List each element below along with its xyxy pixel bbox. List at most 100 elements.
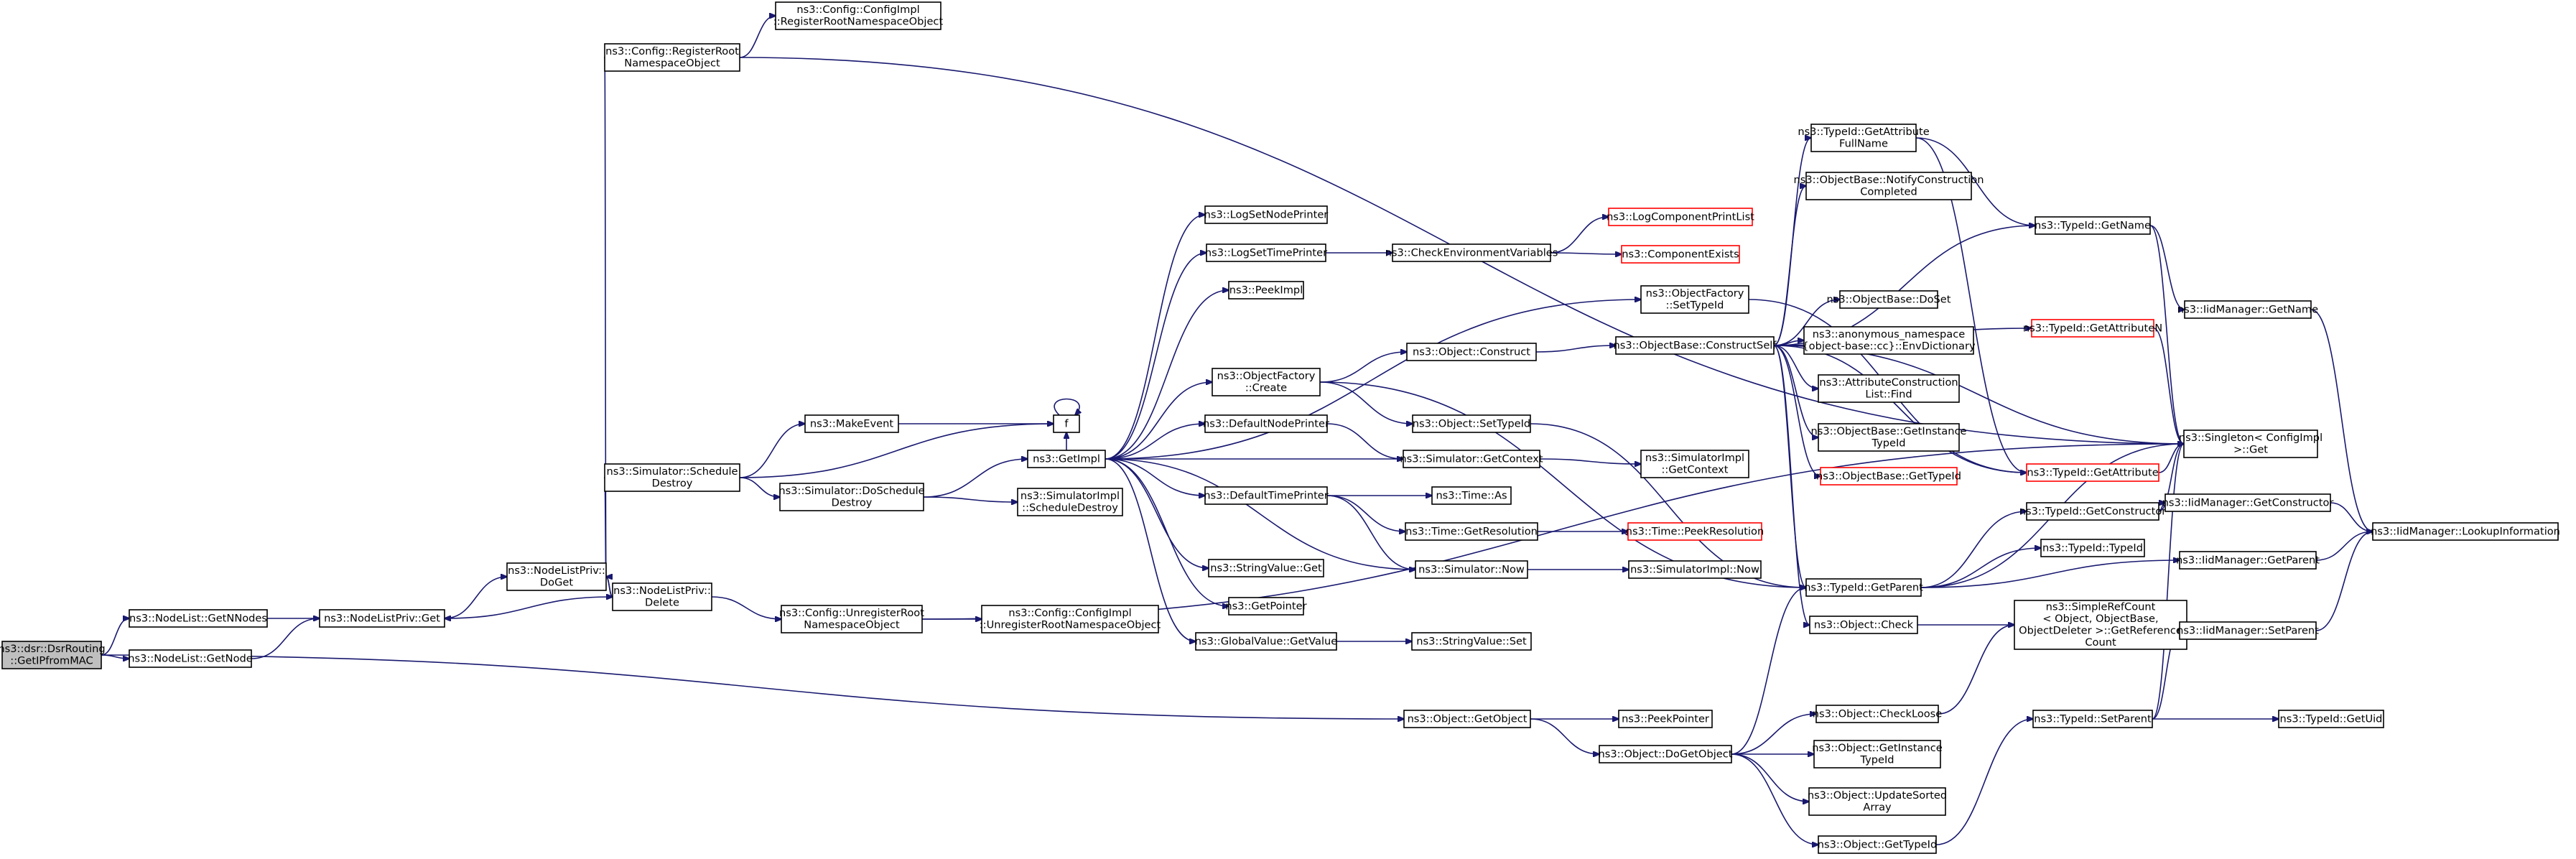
node-f[interactable]: f: [1053, 414, 1080, 433]
node-peekpointer[interactable]: ns3::PeekPointer: [1618, 710, 1713, 728]
node-simimpl-now[interactable]: ns3::SimulatorImpl::Now: [1628, 560, 1762, 579]
node-iid-lookup[interactable]: ns3::IidManager::LookupInformation: [2371, 522, 2560, 541]
node-obj-check[interactable]: ns3::Object::Check: [1809, 616, 1918, 634]
node-stringvalue-set[interactable]: ns3::StringValue::Set: [1411, 632, 1532, 651]
edge-getimpl-to-peekimpl: [1105, 290, 1229, 460]
node-time-as[interactable]: ns3::Time::As: [1431, 486, 1512, 505]
node-sim-getcontext[interactable]: ns3::Simulator::GetContext: [1400, 450, 1543, 468]
node-globalvalue-getvalue[interactable]: ns3::GlobalValue::GetValue: [1195, 632, 1338, 651]
node-label: ns3::TypeId::GetConstructor: [2019, 505, 2167, 517]
node-log-comp-print-list[interactable]: ns3::LogComponentPrintList: [1606, 208, 1754, 226]
node-root[interactable]: ns3::dsr::DsrRouting::GetIPfromMAC: [0, 641, 106, 669]
node-tid-typeid[interactable]: ns3::TypeId::TypeId: [2040, 539, 2145, 557]
node-label: ns3::TypeId::GetAttributeN: [2023, 322, 2162, 334]
edge-do_sched_destroy-to-simimpl_sched_destroy: [923, 496, 1018, 502]
node-iid-getparent[interactable]: ns3::IidManager::GetParent: [2176, 551, 2320, 570]
node-obj-getobject[interactable]: ns3::Object::GetObject: [1403, 710, 1531, 728]
node-log-node-printer[interactable]: ns3::LogSetNodePrinter: [1204, 205, 1329, 224]
edge-root-to-getnnodes: [101, 618, 129, 656]
node-tid-getattrn[interactable]: ns3::TypeId::GetAttributeN: [2023, 319, 2162, 338]
node-nlp-doget[interactable]: ns3::NodeListPriv::DoGet: [506, 562, 607, 591]
node-tid-getname[interactable]: ns3::TypeId::GetName: [2035, 216, 2151, 235]
node-unreg-root[interactable]: ns3::Config::UnregisterRootNamespaceObje…: [779, 605, 924, 633]
node-box: [1406, 343, 1537, 361]
node-default-node-printer[interactable]: ns3::DefaultNodePrinter: [1203, 414, 1329, 433]
node-iid-getconstructor[interactable]: ns3::IidManager::GetConstructor: [2162, 493, 2334, 512]
node-getnode[interactable]: ns3::NodeList::GetNode: [128, 649, 253, 668]
node-label: ns3::Time::GetResolution: [1405, 525, 1538, 537]
node-box: [2035, 216, 2151, 235]
node-simplerefcount[interactable]: ns3::SimpleRefCount< Object, ObjectBase,…: [2014, 600, 2187, 650]
node-check-env[interactable]: ns3::CheckEnvironmentVariables: [1385, 243, 1558, 262]
edge-nlp_delete-to-nlp_get: [445, 596, 613, 618]
node-iid-getname[interactable]: ns3::IidManager::GetName: [2177, 300, 2318, 319]
node-nlp-get[interactable]: ns3::NodeListPriv::Get: [319, 609, 445, 628]
node-of-settypeid[interactable]: ns3::ObjectFactory::SetTypeId: [1640, 285, 1749, 314]
node-anon-envdict[interactable]: ns3::anonymous_namespace{object-base::cc…: [1802, 326, 1976, 355]
node-label: < Object, ObjectBase,: [2042, 613, 2158, 625]
node-label: ::GetContext: [1661, 464, 1728, 476]
node-getnnodes[interactable]: ns3::NodeList::GetNNodes: [129, 609, 268, 628]
node-label: ns3::SimpleRefCount: [2046, 601, 2156, 613]
node-tid-getparent[interactable]: ns3::TypeId::GetParent: [1804, 578, 1923, 597]
node-simimpl-sched-destroy[interactable]: ns3::SimulatorImpl::ScheduleDestroy: [1017, 488, 1123, 516]
node-tid-getconstructor[interactable]: ns3::TypeId::GetConstructor: [2019, 502, 2167, 521]
node-component-exists[interactable]: ns3::ComponentExists: [1621, 245, 1740, 264]
node-label: Array: [1863, 802, 1892, 814]
node-label: ns3::Object::UpdateSorted: [1808, 789, 1947, 802]
node-box: [612, 582, 712, 611]
node-tid-getuid[interactable]: ns3::TypeId::GetUid: [2278, 710, 2384, 728]
node-box: [1, 641, 102, 669]
node-nlp-delete[interactable]: ns3::NodeListPriv::Delete: [612, 582, 712, 611]
node-time-getres[interactable]: ns3::Time::GetResolution: [1405, 522, 1538, 541]
edge-sched_destroy-to-make_event: [739, 424, 805, 478]
node-ob-gettypeid[interactable]: ns3::ObjectBase::GetTypeId: [1816, 467, 1961, 486]
node-iid-setparent[interactable]: ns3::IidManager::SetParent: [2177, 621, 2319, 640]
node-obj-gettypeid[interactable]: ns3::Object::GetTypeId: [1818, 835, 1937, 854]
node-getpointer[interactable]: ns3::GetPointer: [1225, 597, 1307, 616]
edge-getimpl-to-log_time_printer: [1105, 253, 1206, 460]
node-cfg-reg-root[interactable]: ns3::Config::ConfigImpl::RegisterRootNam…: [773, 1, 944, 30]
node-box: [804, 414, 899, 433]
node-getimpl[interactable]: ns3::GetImpl: [1027, 450, 1106, 468]
node-tid-setparent[interactable]: ns3::TypeId::SetParent: [2032, 710, 2153, 728]
node-stringvalue-get[interactable]: ns3::StringValue::Get: [1208, 559, 1324, 577]
node-box: [1805, 578, 1922, 597]
node-ob-constructself[interactable]: ns3::ObjectBase::ConstructSelf: [1614, 336, 1777, 355]
node-label: ns3::ObjectBase::DoSet: [1826, 293, 1950, 305]
node-obj-checkloose[interactable]: ns3::Object::CheckLoose: [1813, 705, 1943, 723]
node-box: [319, 609, 445, 628]
node-label: ::RegisterRootNamespaceObject: [773, 16, 944, 28]
node-box: [1820, 467, 1958, 486]
node-cfg-unreg-root[interactable]: ns3::Config::ConfigImpl::UnregisterRootN…: [980, 605, 1161, 633]
node-sim-now[interactable]: ns3::Simulator::Now: [1415, 560, 1528, 579]
node-time-peekres[interactable]: ns3::Time::PeekResolution: [1626, 522, 1764, 541]
node-of-create[interactable]: ns3::ObjectFactory::Create: [1212, 368, 1321, 396]
node-label: ns3::GlobalValue::GetValue: [1195, 635, 1338, 647]
edge-default_time_printer-to-sim_now: [1326, 495, 1415, 570]
node-obj-construct[interactable]: ns3::Object::Construct: [1406, 343, 1537, 361]
node-reg-root[interactable]: ns3::Config::RegisterRootNamespaceObject: [604, 43, 740, 72]
node-box: [1204, 205, 1328, 224]
node-peekimpl[interactable]: ns3::PeekImpl: [1228, 281, 1304, 300]
node-obj-dogetobject[interactable]: ns3::Object::DoGetObject: [1598, 745, 1733, 763]
node-ob-doset[interactable]: ns3::ObjectBase::DoSet: [1826, 290, 1951, 309]
node-default-time-printer[interactable]: ns3::DefaultTimePrinter: [1204, 486, 1329, 505]
node-label: ns3::AttributeConstruction: [1819, 376, 1958, 389]
node-simimpl-getcontext[interactable]: ns3::SimulatorImpl::GetContext: [1640, 450, 1749, 478]
node-box: [1027, 450, 1106, 468]
node-tid-getattr[interactable]: ns3::TypeId::GetAttribute: [2026, 463, 2159, 482]
node-make-event[interactable]: ns3::MakeEvent: [804, 414, 899, 433]
node-ob-notify-construction[interactable]: ns3::ObjectBase::NotifyConstructionCompl…: [1794, 172, 1984, 200]
node-sched-destroy[interactable]: ns3::Simulator::ScheduleDestroy: [604, 463, 740, 492]
node-box: [1411, 632, 1532, 651]
node-obj-settypeid[interactable]: ns3::Object::SetTypeId: [1412, 414, 1531, 433]
node-log-time-printer[interactable]: ns3::LogSetTimePrinter: [1205, 243, 1327, 262]
node-singleton-get[interactable]: ns3::Singleton< ConfigImpl >::Get: [2179, 430, 2322, 458]
